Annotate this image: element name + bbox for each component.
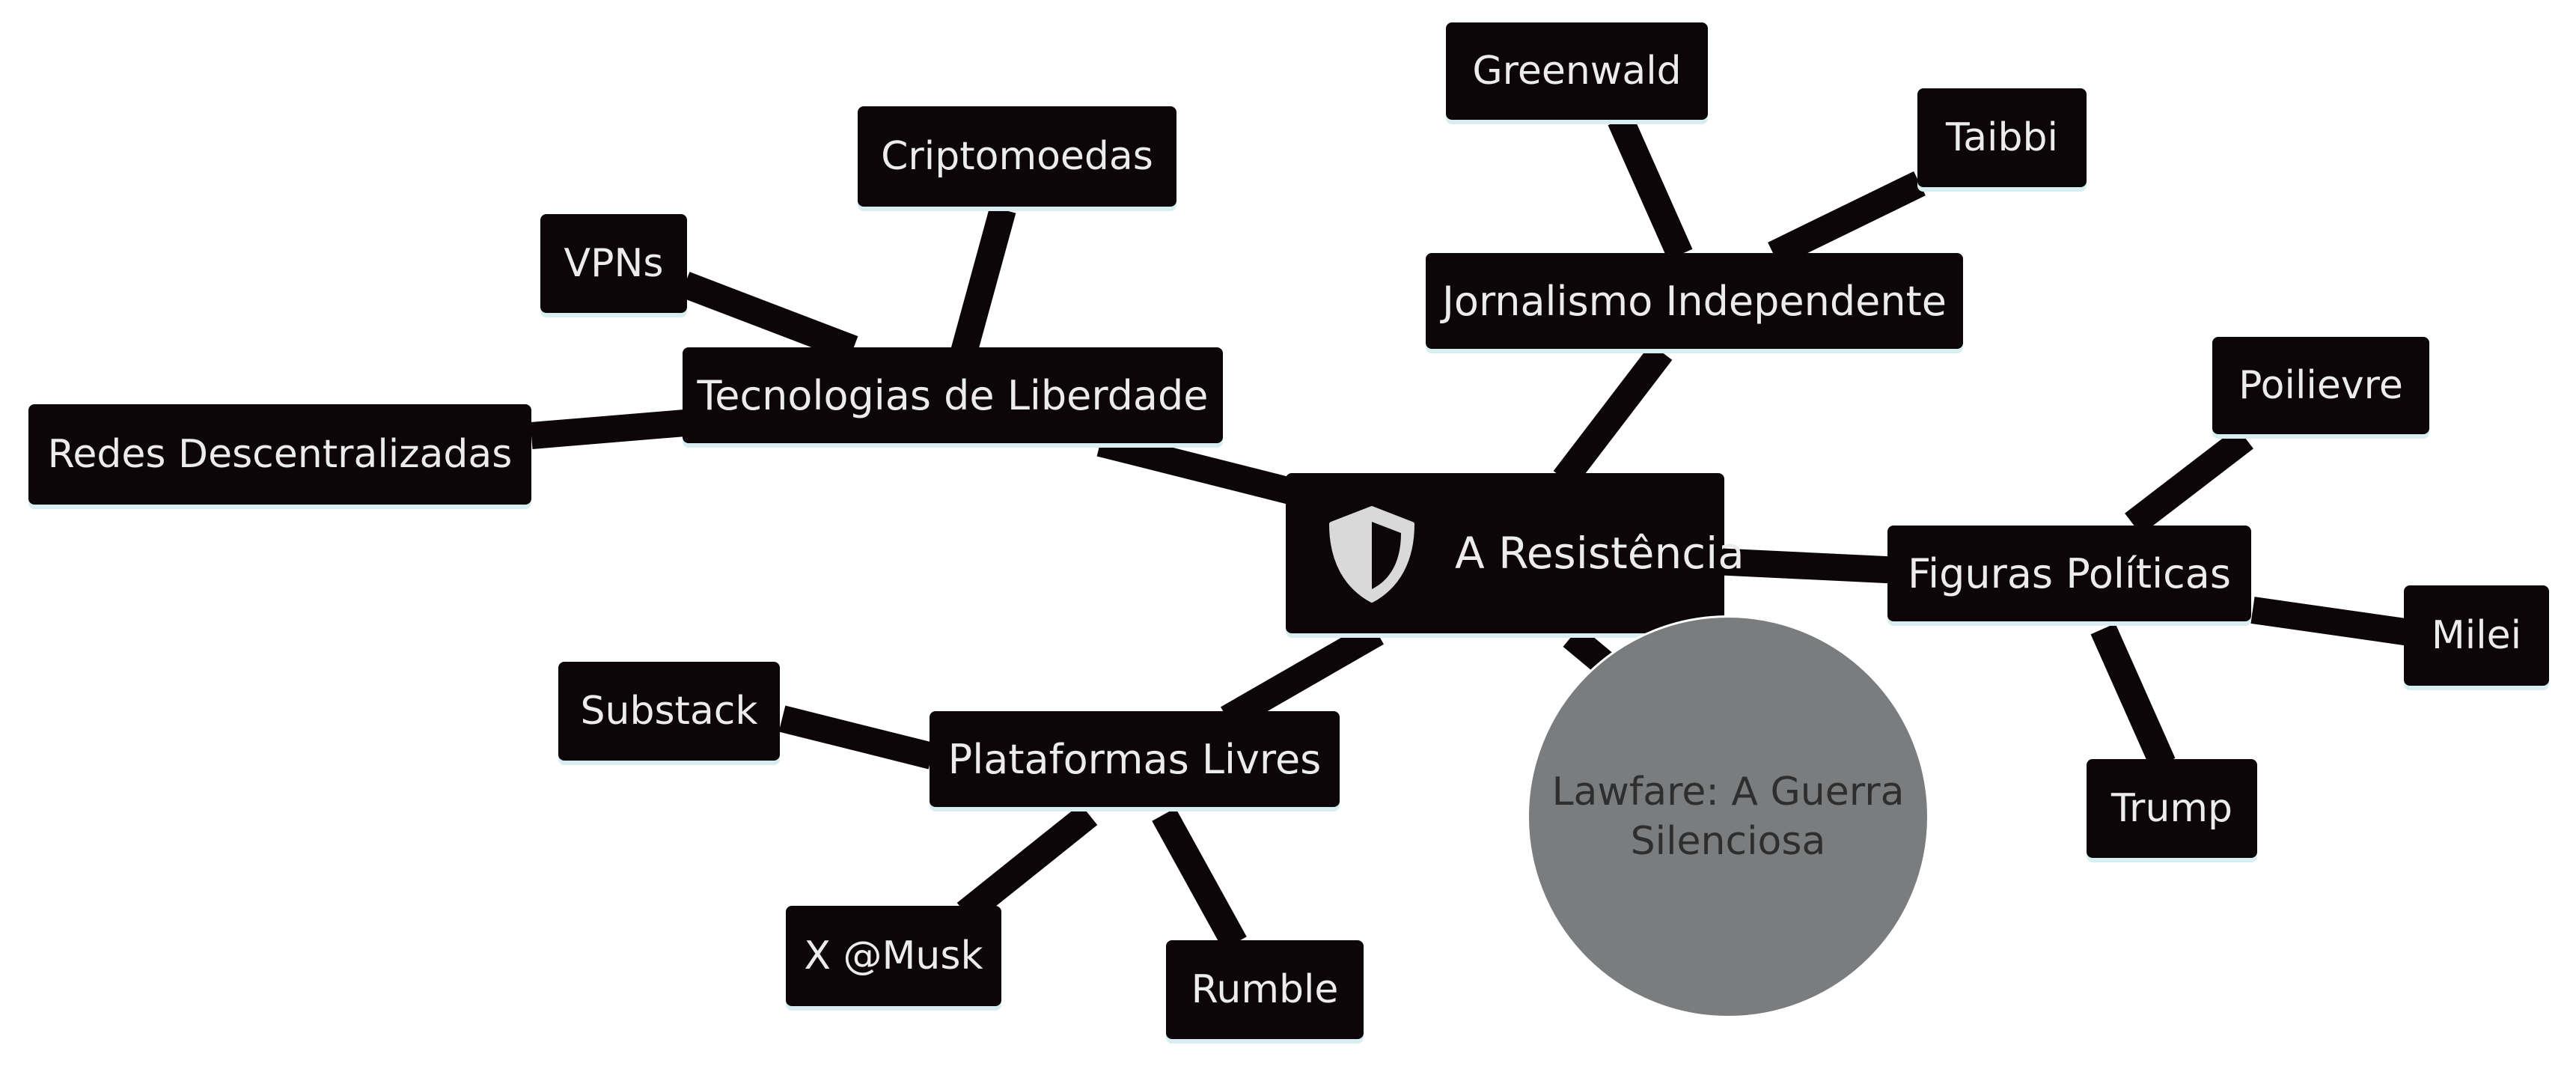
node-jornalismo-independente[interactable]: Jornalismo Independente	[1426, 253, 1963, 349]
node-figuras-politicas[interactable]: Figuras Políticas	[1887, 526, 2251, 621]
edge-jornalismo-taibbi	[1768, 171, 1926, 267]
node-plataformas-livres[interactable]: Plataformas Livres	[930, 711, 1340, 807]
node-greenwald[interactable]: Greenwald	[1446, 22, 1708, 120]
node-vpns[interactable]: VPNs	[540, 214, 687, 313]
node-substack[interactable]: Substack	[558, 662, 780, 761]
node-tecnologias-de-liberdade[interactable]: Tecnologias de Liberdade	[683, 347, 1223, 443]
edge-root-tecnologias	[1096, 430, 1306, 508]
lawfare-circle-node[interactable]: Lawfare: A Guerra Silenciosa	[1527, 615, 1929, 1018]
edge-figuras-poilievre	[2125, 427, 2253, 535]
node-rumble[interactable]: Rumble	[1166, 940, 1364, 1039]
edge-root-jornalismo	[1553, 344, 1673, 487]
shield-icon	[1316, 497, 1428, 609]
edge-plataformas-x	[956, 803, 1098, 925]
edge-tecnologias-vpns	[680, 272, 858, 362]
edge-plataformas-rumble	[1152, 808, 1247, 950]
edge-figuras-milei	[2250, 597, 2412, 646]
root-label: A Resistência	[1455, 528, 1745, 579]
node-redes-descentralizadas[interactable]: Redes Descentralizadas	[28, 404, 531, 505]
node-milei[interactable]: Milei	[2404, 585, 2549, 686]
edge-tecnologias-criptomoedas	[950, 206, 1016, 356]
node-taibbi[interactable]: Taibbi	[1917, 88, 2087, 187]
edge-figuras-trump	[2090, 623, 2176, 770]
root-node[interactable]: A Resistência	[1286, 473, 1745, 633]
node-trump[interactable]: Trump	[2087, 759, 2257, 858]
circle-label: Lawfare: A Guerra Silenciosa	[1551, 770, 1905, 864]
edge-tecnologias-redes	[530, 409, 686, 449]
edge-plataformas-substack	[778, 705, 936, 770]
node-criptomoedas[interactable]: Criptomoedas	[858, 106, 1176, 207]
edge-root-figuras	[1713, 548, 1902, 584]
edge-jornalismo-greenwald	[1608, 114, 1693, 261]
edge-root-plataformas	[1221, 621, 1384, 731]
node-x-musk[interactable]: X @Musk	[786, 906, 1001, 1006]
node-poilievre[interactable]: Poilievre	[2212, 337, 2429, 434]
